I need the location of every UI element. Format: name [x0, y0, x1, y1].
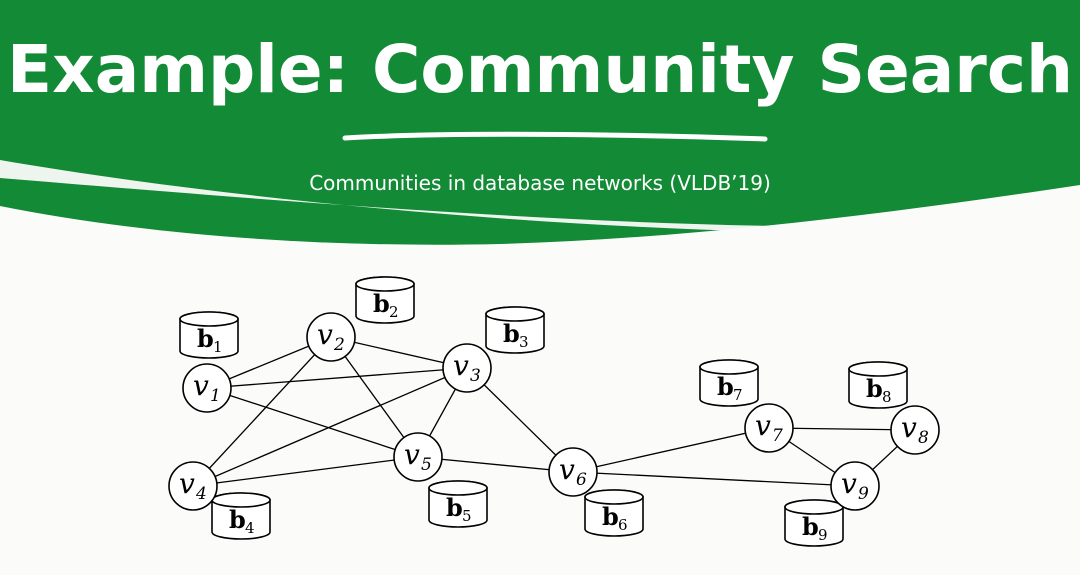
node-circle [548, 447, 598, 497]
database-top [485, 306, 545, 322]
edge-v1-v3 [206, 367, 468, 389]
edge-v4-v5 [192, 456, 419, 487]
node-label: v [179, 467, 195, 500]
database-label: b [503, 319, 520, 348]
node-subscript: 4 [195, 484, 207, 504]
header-banner [0, 0, 1080, 245]
database-top [428, 480, 488, 496]
node-subscript: 6 [576, 470, 587, 490]
database-label: b [197, 324, 214, 353]
node-subscript: 2 [333, 335, 345, 355]
database-top [584, 489, 644, 505]
edge-v6-v9 [572, 471, 856, 487]
node-circle [830, 461, 880, 511]
node-subscript: 9 [858, 484, 869, 504]
database-label: b [866, 374, 883, 403]
node-subscript: 3 [470, 366, 481, 386]
node-circle [393, 432, 443, 482]
database-subscript: 4 [245, 519, 255, 537]
database-subscript: 8 [882, 388, 892, 406]
title-underline [342, 131, 768, 142]
page-subtitle: Communities in database networks (VLDB’1… [309, 171, 771, 195]
node-subscript: 7 [772, 426, 783, 446]
node-subscript: 5 [421, 455, 432, 475]
database-label: b [802, 512, 819, 541]
node-circle [442, 343, 492, 393]
database-subscript: 5 [462, 507, 472, 525]
node-label: v [901, 411, 917, 444]
database-label: b [373, 289, 390, 318]
node-circle [744, 403, 794, 453]
database-label: b [602, 502, 619, 531]
database-top [355, 276, 415, 292]
edge-v6-v7 [572, 427, 770, 473]
edge-v1-v5 [206, 387, 419, 458]
node-label: v [453, 349, 469, 382]
header-swoosh [0, 160, 1080, 233]
node-label: v [559, 453, 575, 486]
node-label: v [193, 369, 209, 402]
edge-v3-v4 [192, 367, 468, 487]
database-subscript: 2 [389, 303, 399, 321]
database-top [179, 311, 239, 327]
database-label: b [229, 505, 246, 534]
database-label: b [717, 372, 734, 401]
edge-v5-v6 [417, 456, 574, 473]
node-circle [182, 363, 232, 413]
page-title: Example: Community Search [7, 31, 1073, 108]
edge-v2-v4 [192, 336, 332, 487]
node-label: v [841, 467, 857, 500]
node-circle [890, 405, 940, 455]
node-subscript: 1 [210, 386, 221, 406]
node-circle [306, 312, 356, 362]
database-subscript: 1 [213, 338, 223, 356]
database-top [699, 359, 759, 375]
node-subscript: 8 [918, 428, 929, 448]
database-subscript: 3 [519, 333, 529, 351]
database-subscript: 7 [733, 386, 743, 404]
database-top [848, 361, 908, 377]
database-subscript: 9 [818, 526, 828, 544]
node-label: v [317, 318, 333, 351]
node-label: v [755, 409, 771, 442]
database-label: b [446, 493, 463, 522]
node-circle [168, 461, 218, 511]
database-subscript: 6 [618, 516, 628, 534]
node-label: v [404, 438, 420, 471]
